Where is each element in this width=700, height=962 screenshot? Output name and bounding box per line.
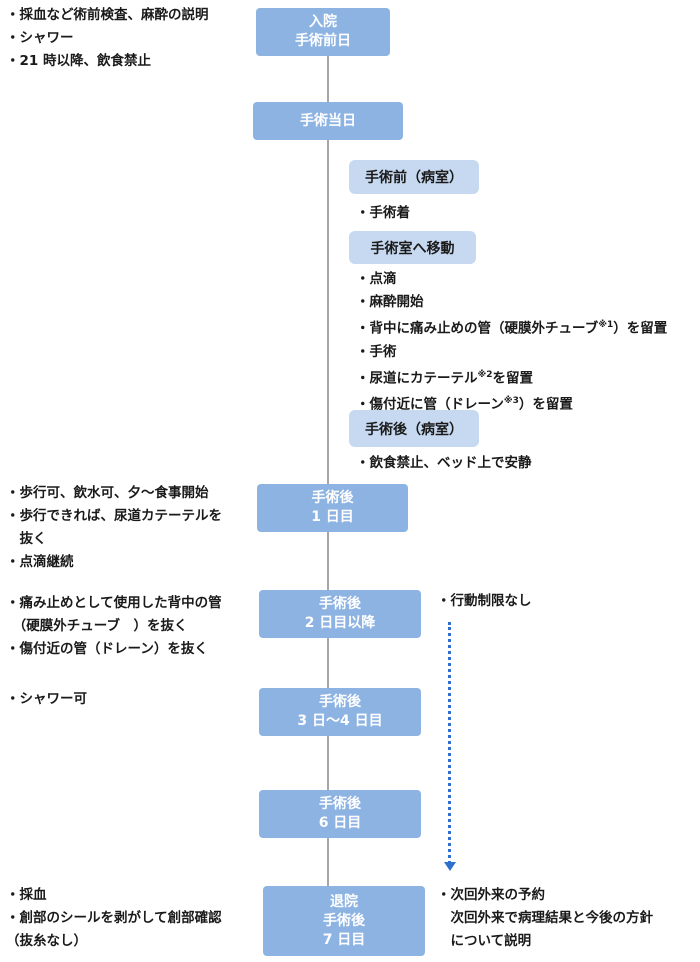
note-item: ・シャワー: [6, 30, 74, 46]
note-text: を留置: [492, 370, 534, 386]
arrow-down-icon: [444, 862, 456, 871]
note-item: ・採血: [6, 887, 47, 903]
note-item: ・行動制限なし: [437, 593, 532, 609]
stage-discharge-line-2: 手術後: [323, 912, 365, 929]
note-text: ）を留置: [518, 396, 573, 413]
stage-day2-line-2: 2 日目以降: [304, 615, 376, 631]
stage-admission-line-1: 入院: [309, 14, 337, 30]
notes-admission: ・採血など術前検査、麻酔の説明 ・シャワー ・21 時以降、飲食禁止: [6, 4, 209, 73]
notes-post-op: ・飲食禁止、ベッド上で安静: [356, 452, 532, 475]
stage-admission-line-2: 手術前日: [295, 33, 351, 49]
note-item: ・手術着: [356, 205, 410, 221]
note-text: ・傷付近に管（ドレーン: [356, 396, 504, 413]
note-item: ・点滴継続: [6, 554, 74, 570]
note-item: について説明: [437, 933, 532, 949]
note-item: ・痛み止めとして使用した背中の管: [6, 595, 222, 611]
stage-admission: 入院 手術前日: [256, 8, 390, 56]
note-text: ・背中に痛み止めの管（硬膜外チューブ: [356, 320, 599, 337]
note-item-catheter: ・尿道にカテーテル※2を留置: [356, 364, 667, 391]
stage-surgery-day: 手術当日: [253, 102, 403, 140]
dotted-arrow-line: [448, 622, 451, 864]
footnote-mark: ※2: [477, 369, 493, 380]
note-text: ）を留置: [613, 320, 668, 337]
notes-discharge-right: ・次回外来の予約 次回外来で病理結果と今後の方針 について説明: [437, 884, 653, 953]
note-item-epidural: ・背中に痛み止めの管（硬膜外チューブ※1）を留置: [356, 314, 667, 341]
note-item: ・点滴: [356, 271, 397, 287]
notes-pre-op: ・手術着: [356, 202, 410, 225]
notes-discharge: ・採血 ・創部のシールを剥がして創部確認 （抜糸なし）: [6, 884, 222, 953]
footnote-mark: ※1: [598, 320, 614, 330]
stage-day3-4: 手術後 3 日～4 日目: [259, 688, 421, 736]
note-item-drain: ・傷付近に管（ドレーン※3）を留置: [356, 390, 667, 417]
note-item: ・歩行できれば、尿道カテーテルを: [6, 508, 222, 524]
note-item: 次回外来で病理結果と今後の方針: [437, 910, 653, 926]
stage-discharge-line-1: 退院: [330, 893, 358, 910]
stage-day6-line-1: 手術後: [319, 796, 361, 812]
notes-day2-right: ・行動制限なし: [437, 590, 532, 613]
note-item: （抜糸なし）: [6, 933, 87, 949]
timeline-line: [327, 56, 329, 886]
stage-day1-line-2: 1 日目: [311, 509, 354, 525]
notes-day2: ・痛み止めとして使用した背中の管 （硬膜外チューブ ）を抜く ・傷付近の管（ドレ…: [6, 592, 222, 661]
stage-day6: 手術後 6 日目: [259, 790, 421, 838]
note-item: ・21 時以降、飲食禁止: [6, 53, 151, 69]
note-item: ・麻酔開始: [356, 294, 424, 310]
notes-day1: ・歩行可、飲水可、夕～食事開始 ・歩行できれば、尿道カテーテルを 抜く ・点滴継…: [6, 482, 222, 574]
note-item: ・次回外来の予約: [437, 887, 545, 903]
footnote-mark: ※3: [503, 396, 519, 406]
note-item: ・採血など術前検査、麻酔の説明: [6, 7, 209, 23]
note-item: ・手術: [356, 343, 397, 360]
note-item: ・シャワー可: [6, 691, 87, 707]
note-item: （硬膜外チューブ ）を抜く: [6, 618, 188, 634]
substage-to-or: 手術室へ移動: [349, 231, 476, 264]
stage-surgery-day-line-1: 手術当日: [300, 112, 356, 129]
note-item: ・歩行可、飲水可、夕～食事開始: [6, 485, 209, 501]
note-item: ・創部のシールを剥がして創部確認: [6, 910, 222, 926]
stage-discharge-line-3: 7 日目: [322, 931, 366, 948]
substage-post-op: 手術後（病室）: [349, 410, 479, 447]
stage-day2-line-1: 手術後: [319, 596, 361, 612]
stage-day1: 手術後 1 日目: [257, 484, 408, 532]
stage-day2: 手術後 2 日目以降: [259, 590, 421, 638]
stage-day6-line-2: 6 日目: [318, 815, 362, 831]
stage-day3-4-line-2: 3 日～4 日目: [297, 713, 383, 729]
substage-pre-op: 手術前（病室）: [349, 160, 479, 194]
note-item: ・傷付近の管（ドレーン）を抜く: [6, 641, 208, 657]
notes-to-or: ・点滴 ・麻酔開始 ・背中に痛み止めの管（硬膜外チューブ※1）を留置 ・手術 ・…: [356, 268, 667, 417]
notes-day3-4: ・シャワー可: [6, 688, 87, 711]
note-item: ・飲食禁止、ベッド上で安静: [356, 455, 532, 471]
note-text: ・尿道にカテーテル: [356, 370, 478, 386]
stage-discharge: 退院 手術後 7 日目: [263, 886, 425, 956]
stage-day1-line-1: 手術後: [311, 490, 354, 506]
stage-day3-4-line-1: 手術後: [319, 694, 361, 710]
note-item: 抜く: [6, 531, 47, 547]
